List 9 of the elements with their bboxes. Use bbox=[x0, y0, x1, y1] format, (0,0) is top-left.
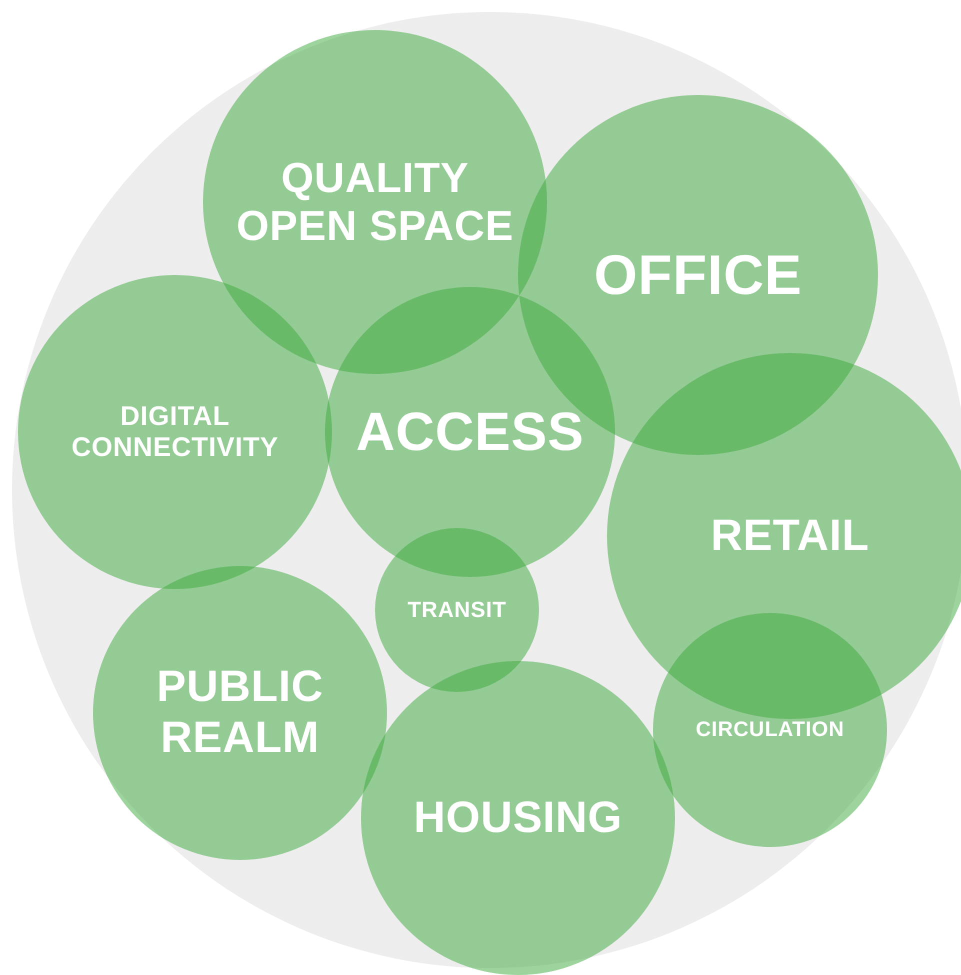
topic-label: ACCESS bbox=[356, 400, 584, 464]
topic-label: QUALITY OPEN SPACE bbox=[235, 154, 515, 250]
topic-label: RETAIL bbox=[710, 510, 870, 562]
topic-label: CIRCULATION bbox=[696, 718, 844, 742]
topic-label: TRANSIT bbox=[408, 597, 506, 623]
topic-label: HOUSING bbox=[414, 792, 622, 844]
topic-label: PUBLIC REALM bbox=[156, 662, 324, 764]
topic-label: OFFICE bbox=[594, 242, 802, 308]
topic-label: DIGITAL CONNECTIVITY bbox=[70, 400, 280, 464]
